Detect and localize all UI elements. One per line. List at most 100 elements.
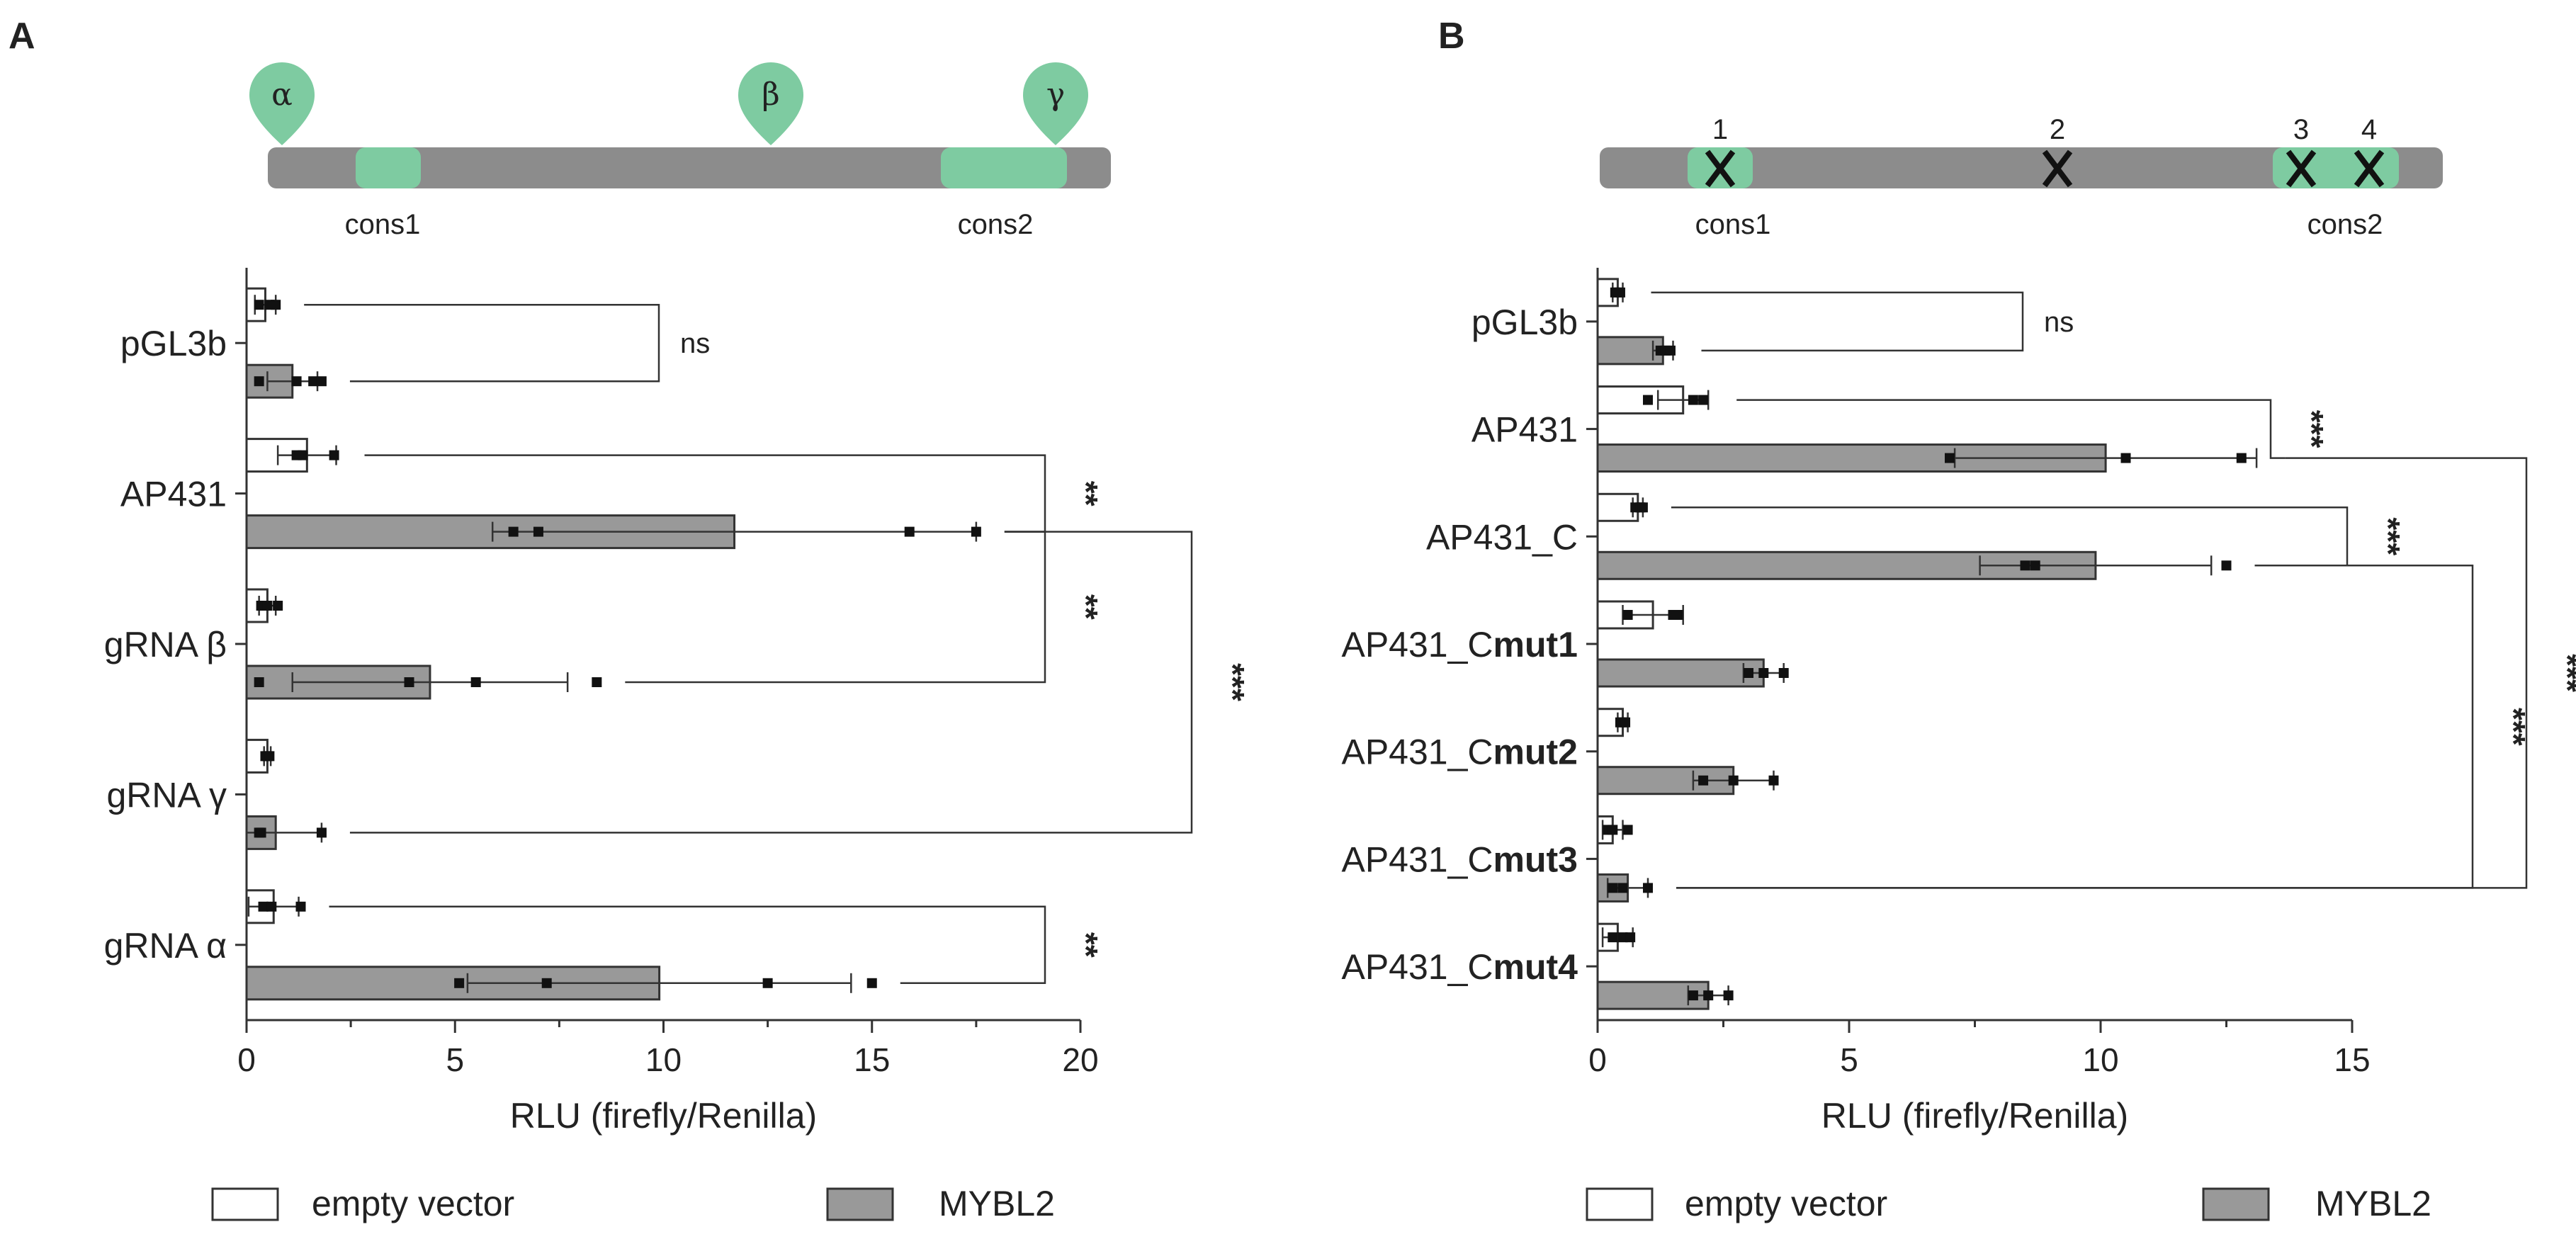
comparison-bracket [625, 531, 1046, 684]
category-label: gRNA γ [106, 775, 227, 815]
x-tick-label: 20 [1062, 1041, 1098, 1078]
data-point [291, 376, 302, 387]
cons2-label-b: cons2 [2307, 209, 2383, 240]
comparison-bracket [1676, 457, 2528, 889]
data-point [1698, 775, 1709, 786]
mutation-site-2-cross-icon [2042, 149, 2073, 188]
data-point [1617, 932, 1628, 943]
mutation-site-4-label: 4 [2361, 114, 2377, 145]
data-point [1778, 668, 1789, 678]
mutation-site-1-cross-icon [1705, 149, 1736, 188]
data-point [592, 677, 602, 687]
mutation-site-1: 1 [1705, 114, 1736, 188]
data-point [404, 677, 414, 687]
data-point [1688, 990, 1698, 1001]
data-point [258, 901, 269, 912]
site-label-alpha: α [271, 77, 293, 113]
comparison-bracket [329, 905, 1046, 985]
mutation-site-4-cross-icon [2354, 149, 2385, 188]
data-point [2236, 453, 2247, 463]
mutation-site-3-label: 3 [2293, 114, 2309, 145]
comparison-bracket [1676, 565, 2474, 889]
significance-label: ns [2044, 307, 2074, 338]
site-pin-beta [738, 62, 803, 145]
legend-b-swatch-mybl2 [2202, 1187, 2270, 1221]
category-label: gRNA α [104, 926, 227, 966]
legend-b-label-mybl2: MYBL2 [2315, 1184, 2431, 1223]
panel-a: A α β γ cons1 cons2 [9, 16, 1251, 1223]
mutation-site-1-label: 1 [1712, 114, 1728, 145]
data-point [2221, 560, 2232, 571]
data-point [1945, 453, 1955, 463]
x-tick-label: 5 [1840, 1041, 1858, 1078]
category-label: AP431_Cmut3 [1341, 839, 1578, 879]
comparison-bracket [349, 531, 1193, 834]
bar-mybl2 [1596, 980, 1710, 1010]
data-point [1622, 825, 1633, 835]
cons2-region-b [2273, 147, 2399, 188]
x-tick-label: 15 [854, 1041, 890, 1078]
data-point [1758, 668, 1769, 678]
cons2-region-a [941, 147, 1067, 188]
data-point [298, 450, 308, 460]
mutation-site-3: 3 [2286, 114, 2317, 188]
data-point [1688, 395, 1698, 405]
category-label: gRNA β [104, 625, 227, 664]
data-point [273, 601, 283, 611]
panel-letter-a: A [9, 16, 35, 57]
x-tick-label: 0 [1588, 1041, 1607, 1078]
data-point [1643, 883, 1653, 893]
site-marker-beta: β [738, 62, 803, 145]
x-axis-title: RLU (firefly/Renilla) [510, 1096, 817, 1136]
legend-a-swatch-empty [211, 1187, 279, 1221]
data-point [329, 450, 339, 460]
significance-label: *** [2370, 517, 2407, 555]
x-tick-label: 15 [2334, 1041, 2370, 1078]
cons2-label-a: cons2 [958, 209, 1034, 240]
data-point [264, 751, 275, 762]
x-tick-label: 10 [645, 1041, 682, 1078]
data-point [1625, 932, 1636, 943]
bar-empty-vector [245, 438, 308, 473]
site-label-beta: β [762, 77, 779, 113]
data-point [316, 827, 327, 838]
data-point [470, 677, 481, 687]
cons1-region-a [356, 147, 421, 188]
legend-a-swatch-mybl2 [826, 1187, 894, 1221]
data-point [2030, 560, 2040, 571]
data-point [1608, 825, 1618, 835]
data-point [1617, 883, 1628, 893]
category-label: AP431_Cmut2 [1341, 732, 1578, 772]
site-marker-gamma: γ [1023, 62, 1088, 145]
data-point [1665, 345, 1676, 356]
data-point [1608, 932, 1618, 943]
significance-label: ** [1068, 594, 1105, 620]
data-point [266, 901, 277, 912]
category-label: pGL3b [120, 324, 227, 363]
data-point [1673, 610, 1683, 620]
comparison-bracket [1736, 399, 2286, 459]
data-point [1698, 395, 1709, 405]
x-tick-label: 10 [2082, 1041, 2118, 1078]
site-marker-alpha: α [249, 62, 315, 145]
data-point [533, 526, 543, 537]
x-tick-label: 0 [237, 1041, 256, 1078]
mutation-site-2: 2 [2042, 114, 2073, 188]
data-point [256, 827, 266, 838]
category-label: AP431_C [1426, 517, 1578, 557]
cons1-label-b: cons1 [1695, 209, 1771, 240]
data-point [254, 376, 264, 387]
gene-diagram-a: α β γ cons1 cons2 [249, 62, 1111, 240]
mutation-site-2-label: 2 [2050, 114, 2065, 145]
data-point [1622, 610, 1633, 620]
data-point [904, 526, 915, 537]
data-point [2020, 560, 2030, 571]
bar-mybl2 [1596, 658, 1765, 688]
data-point [541, 978, 552, 988]
x-tick-label: 5 [446, 1041, 464, 1078]
legend-a: empty vector MYBL2 [211, 1184, 1055, 1223]
